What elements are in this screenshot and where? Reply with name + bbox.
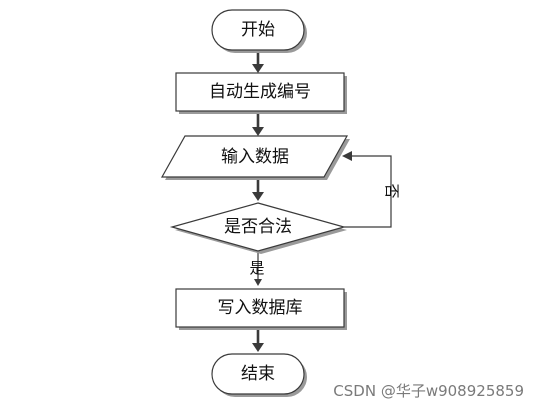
node-auto-number <box>175 72 345 112</box>
arrowhead-input-to-decision <box>252 192 264 201</box>
node-input-data-label: 输入数据 <box>221 147 289 167</box>
edge-label-yes: 是 <box>249 259 264 277</box>
edge-decision-to-input-loop <box>344 155 392 228</box>
node-input-data <box>160 135 349 178</box>
arrowhead-start-to-auto-number <box>252 64 264 73</box>
node-end-label: 结束 <box>241 364 275 384</box>
arrowhead-write-db-to-end <box>252 343 264 352</box>
node-start <box>211 9 305 51</box>
node-auto-number-label: 自动生成编号 <box>209 82 311 102</box>
node-is-valid <box>169 202 347 252</box>
node-end <box>211 353 305 395</box>
node-is-valid-label: 是否合法 <box>224 217 292 237</box>
node-start-label: 开始 <box>241 20 275 40</box>
arrowhead-decision-to-input-loop <box>342 151 352 161</box>
watermark: CSDN @华子w908925859 <box>333 382 524 400</box>
node-write-db <box>175 288 345 328</box>
node-write-db-label: 写入数据库 <box>218 298 303 318</box>
arrowhead-decision-to-write-db <box>254 279 262 286</box>
edge-label-no: 否 <box>383 183 401 198</box>
arrowhead-auto-number-to-input <box>252 127 264 136</box>
